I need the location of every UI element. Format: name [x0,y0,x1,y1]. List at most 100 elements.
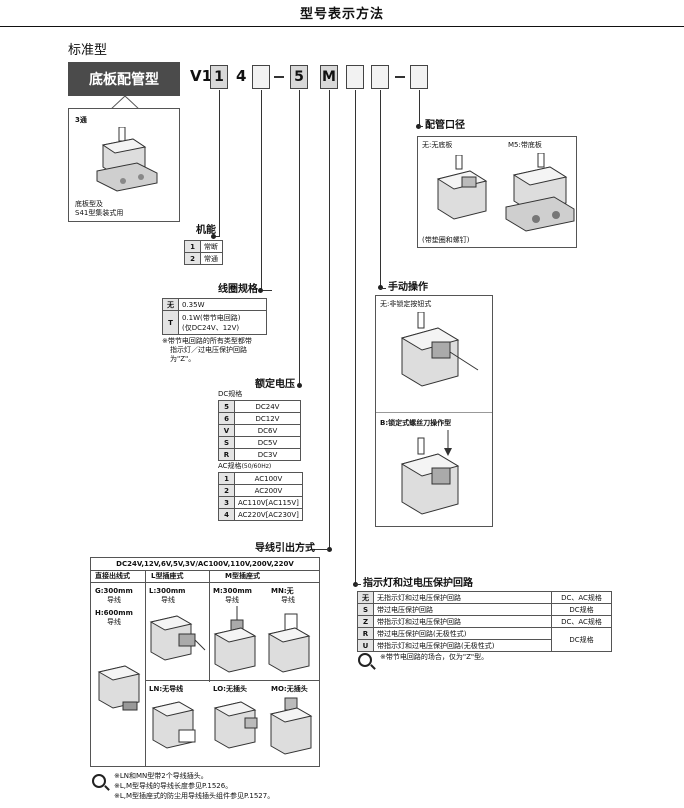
lead-m-label: M:300mm [213,587,252,595]
ac-label-text: AC规格 [218,462,242,470]
lead-col-divider [145,570,146,766]
mo-valve-illustration [269,697,313,755]
panel-bottom-label-1: 底板型及 [75,200,103,208]
manual-b-label: B:锁定式螺丝刀操作型 [380,419,452,427]
voltage-key: R [218,448,235,461]
leader-dot [258,288,263,293]
product-panel-3way: 3通 底板型及 S41型集装式用 [68,108,180,222]
port-m5-note: (带垫圈和螺钉) [422,236,470,244]
banner-pointer [110,96,140,110]
leader-line [419,90,420,127]
panel-bottom-label-2: S41型集装式用 [75,209,124,217]
function-value: 常断 [200,240,223,253]
voltage-value: DC12V [234,412,301,425]
voltage-value: DC5V [234,436,301,449]
lead-g-label: G:300mm [95,587,133,595]
code-box-port [410,65,428,89]
leader-line [355,90,356,586]
code-box-lead: M [320,65,338,89]
valve-manual-button-illustration [400,312,479,387]
indicator-title: 指示灯和过电压保护回路 [363,578,473,589]
leader-line [214,236,220,237]
coil-note: 为"Z"。 [170,355,196,363]
port-m5-label: M5:带底板 [508,141,542,149]
grommet-valve-illustration [97,665,141,711]
manual-panel: 无:非锁定按钮式 B:锁定式螺丝刀操作型 [375,295,493,527]
standard-label: 标准型 [68,43,108,58]
port-none-label: 无:无底板 [422,141,453,149]
lead-mo-label: MO:无插头 [271,685,308,693]
ac-hz-text: (50/60Hz) [241,463,272,470]
lead-title: 导线引出方式 [255,543,315,554]
code-digit-4: 4 [236,67,247,85]
voltage-value: AC200V [234,484,303,497]
voltage-dc-label: DC规格 [218,390,243,398]
coil-note: ※带节电回路的所有类型都带 [162,337,252,345]
coil-key: 无 [162,298,179,311]
lead-h-label: H:600mm [95,609,133,617]
voltage-value: AC110V[AC115V] [234,496,303,509]
voltage-key: V [218,424,235,437]
type-banner: 底板配管型 [68,62,180,96]
lead-panel: DC24V,12V,6V,5V,3V/AC100V,110V,200V,220V… [90,557,320,767]
panel-top-label: 3通 [75,116,87,124]
leader-line [310,549,329,550]
indicator-key: R [357,627,374,640]
voltage-key: S [218,436,235,449]
lead-l-sub: 导线 [161,596,175,604]
function-title: 机能 [196,225,216,236]
mn-plug-valve-illustration [267,613,311,673]
code-box-indicator [346,65,364,89]
leader-line [262,290,272,291]
lead-rule [145,680,319,681]
leader-dot [297,383,302,388]
leader-dot [378,285,383,290]
valve-illustration [96,127,158,192]
voltage-title: 额定电压 [255,379,295,390]
code-box-voltage: 5 [290,65,308,89]
coil-value: 0.1W(带节电回路)(仅DC24V、12V) [178,310,267,335]
code-dash [395,76,405,78]
leader-line [380,288,386,289]
voltage-key: 5 [218,400,235,413]
indicator-spec: DC、AC规格 [551,615,612,628]
coil-value: 0.35W [178,298,267,311]
port-panel: 无:无底板 M5:带底板 (带垫圈和螺钉) [417,136,577,248]
voltage-value: DC24V [234,400,301,413]
coil-value-line1: 0.1W(带节电回路) [182,313,241,322]
leader-dot [211,234,216,239]
title-rule [0,26,684,27]
lead-col3: M型插座式 [225,572,260,580]
coil-note: 指示灯／过电压保护回路 [170,346,247,354]
indicator-value: 带指示灯和过电压保护回路 [373,615,552,628]
lo-valve-illustration [213,701,258,749]
lead-mn-sub: 导线 [281,596,295,604]
note-magnifier-icon [358,653,372,667]
code-box-manual [371,65,389,89]
coil-title: 线圈规格 [218,284,258,295]
lead-lo-label: LO:无插头 [213,685,247,693]
voltage-value: AC100V [234,472,303,485]
code-prefix: V1 [190,67,213,85]
leader-line [419,126,423,127]
indicator-key: U [357,639,374,652]
function-key: 1 [184,240,201,253]
lead-col1: 直接出线式 [95,572,130,580]
valve-no-base-illustration [436,155,488,220]
lead-g-sub: 导线 [107,596,121,604]
lead-note: ※L,M型插座式的防尘用导线插头组件参见P.1527。 [114,792,275,800]
